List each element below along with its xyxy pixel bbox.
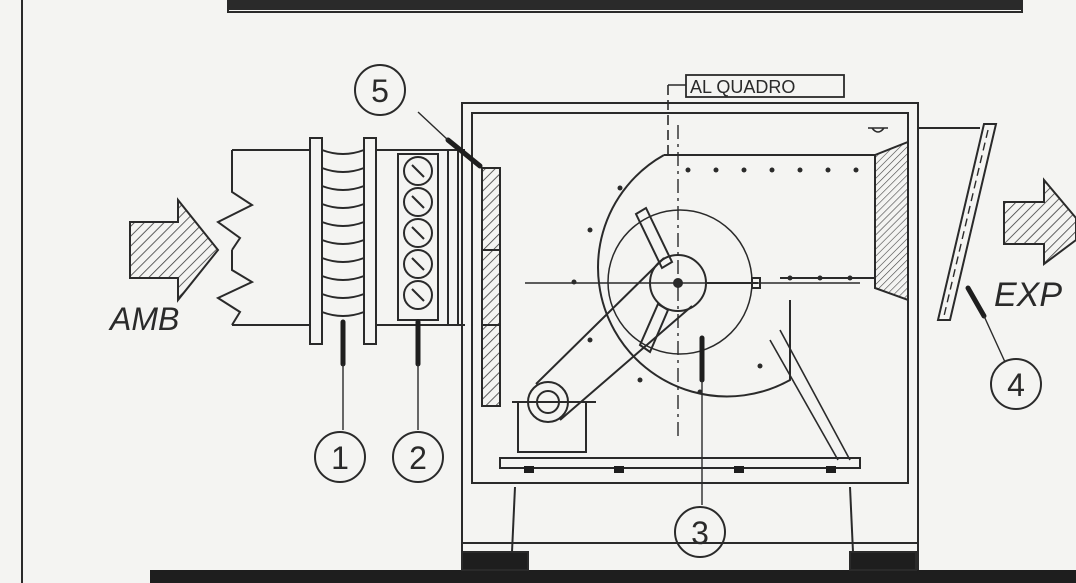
flexible-joint: [309, 137, 377, 345]
inlet-label: AMB: [108, 301, 179, 337]
inlet-arrow: [129, 197, 220, 303]
leader-lines: [342, 111, 1006, 505]
callout-1-text: 1: [331, 440, 349, 476]
outlet-grille: [918, 123, 998, 321]
leader-marks: [340, 137, 987, 383]
callout-1: 1: [314, 431, 366, 483]
callout-3-text: 3: [691, 515, 709, 551]
inlet-duct: [215, 149, 310, 326]
outlet-label: EXP: [994, 276, 1062, 314]
callout-5: 5: [354, 64, 406, 116]
panel-connection: [667, 74, 845, 155]
filter-panel: [481, 167, 501, 407]
panel-label: AL QUADRO: [690, 77, 795, 97]
callout-4: 4: [990, 358, 1042, 410]
outlet-arrow: [1003, 177, 1076, 266]
callout-4-text: 4: [1007, 367, 1025, 403]
motor-belt-drive: [499, 257, 861, 473]
callout-2-text: 2: [409, 440, 427, 476]
callout-2: 2: [392, 431, 444, 483]
damper: [376, 149, 465, 326]
fan-scroll: [525, 125, 909, 440]
page-frame: [21, 0, 1076, 583]
callout-3: 3: [674, 506, 726, 558]
scroll-rivets: [571, 167, 859, 395]
callout-5-text: 5: [371, 73, 389, 109]
fan-cabinet: [461, 102, 919, 571]
